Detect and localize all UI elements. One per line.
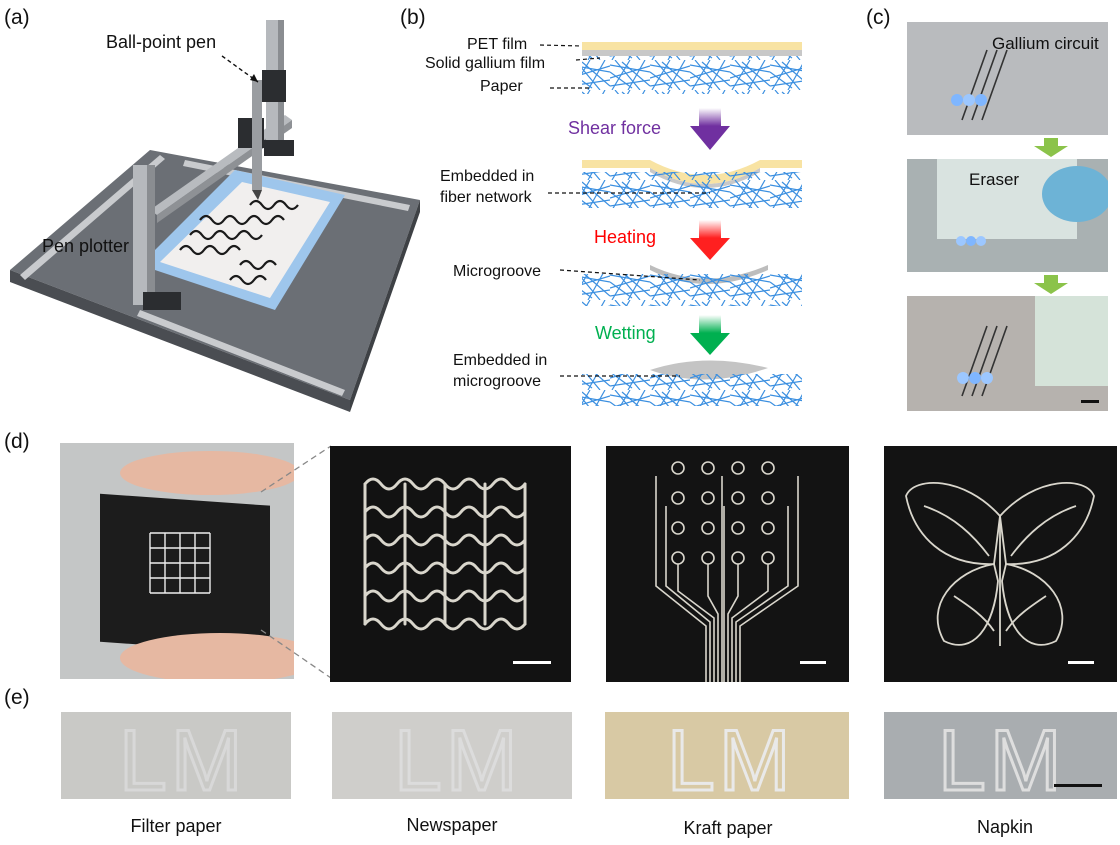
newspaper-sample: LM [332,712,572,799]
hand-held-paper-photo [60,443,294,679]
maze-pattern-photo [330,446,571,682]
annotation-microgroove-2: microgroove [453,373,542,390]
zoom-lines [260,445,332,679]
lm-letters: LM [936,712,1066,799]
panel-e-label: (e) [4,686,30,709]
annotation-fiber-network: fiber network [440,189,532,206]
napkin-sample: LM [884,712,1117,799]
pet-film-label: PET film [467,36,528,53]
pen-plotter-illustration [10,20,420,412]
caption-filter-paper: Filter paper [130,816,222,836]
erased-circuit-photo [907,296,1108,411]
caption-napkin: Napkin [976,817,1034,837]
panel-b-label: (b) [400,6,426,29]
pen-pointer-arrow [221,55,259,83]
solid-gallium-film-label: Solid gallium film [425,55,546,72]
filter-paper-sample: LM [61,712,291,799]
process-schematic [539,42,802,406]
paper-label: Paper [480,78,523,95]
panel-d-label: (d) [4,430,30,453]
shear-force-label: Shear force [568,118,662,138]
pen-plotter-label: Pen plotter [42,236,130,256]
eraser-photo [907,159,1108,272]
scale-bar [1068,661,1094,664]
scale-bar [1054,784,1102,787]
annotation-embedded-in: Embedded in [440,168,535,185]
panel-a-label: (a) [4,6,30,29]
gallium-circuit-photo [907,22,1108,135]
heating-label: Heating [594,227,657,247]
lm-letters: LM [665,712,795,799]
caption-kraft-paper: Kraft paper [683,818,773,838]
panel-c-label: (c) [866,6,891,29]
annotation-microgroove: Microgroove [453,263,542,280]
kraft-paper-sample: LM [605,712,849,799]
lm-letters: LM [117,712,247,799]
wetting-label: Wetting [595,323,656,343]
scale-bar [513,661,551,664]
scale-bar [800,661,826,664]
caption-newspaper: Newspaper [406,815,498,835]
butterfly-pattern-photo [884,446,1117,682]
sequence-arrows [1034,138,1068,294]
lm-letters: LM [392,712,522,799]
eraser-label: Eraser [969,170,1020,189]
ball-point-pen-label: Ball-point pen [106,32,217,52]
annotation-embedded-in-2: Embedded in [453,352,548,369]
circuit-traces-photo [606,446,849,682]
gallium-circuit-label: Gallium circuit [992,34,1099,53]
